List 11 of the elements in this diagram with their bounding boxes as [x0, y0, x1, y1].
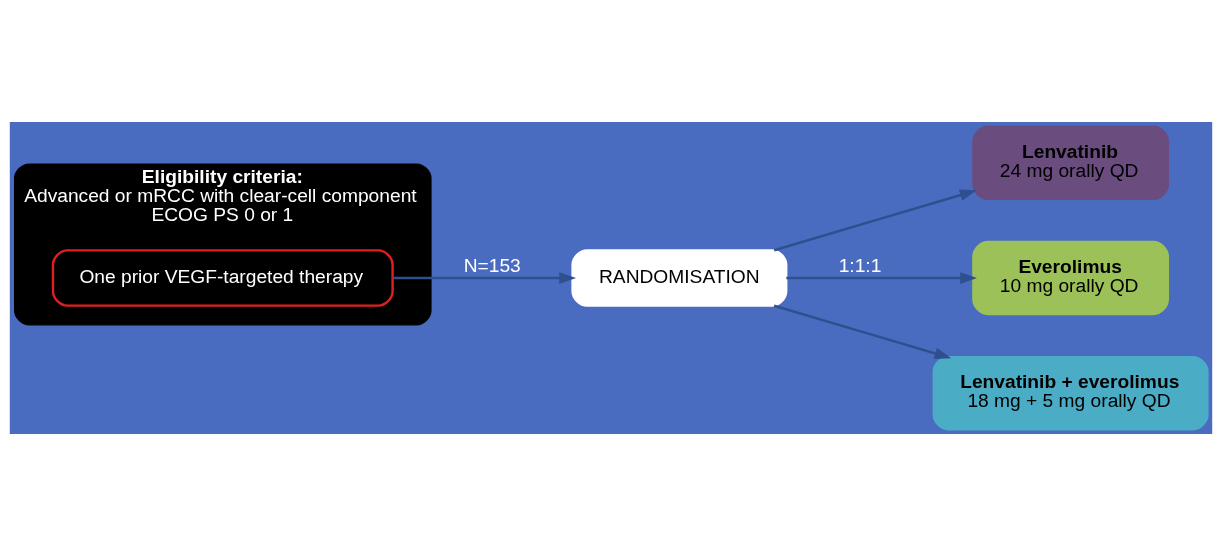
arrow — [773, 189, 977, 252]
edge-label: 1:1:1 — [838, 254, 882, 276]
node-box: RANDOMISATION — [571, 249, 788, 307]
node-box: One prior VEGF-targeted therapy — [51, 249, 394, 307]
arrow — [786, 272, 977, 284]
arrow — [773, 304, 952, 360]
node-box: Everolimus 10 mg orally QD — [972, 240, 1169, 316]
node-box: Lenvatinib + everolimus 18 mg + 5 mg orally QD — [932, 356, 1209, 431]
node-box: Lenvatinib 24 mg orally QD — [972, 125, 1169, 200]
edge-label: N=153 — [463, 254, 521, 276]
arrow — [392, 272, 577, 284]
